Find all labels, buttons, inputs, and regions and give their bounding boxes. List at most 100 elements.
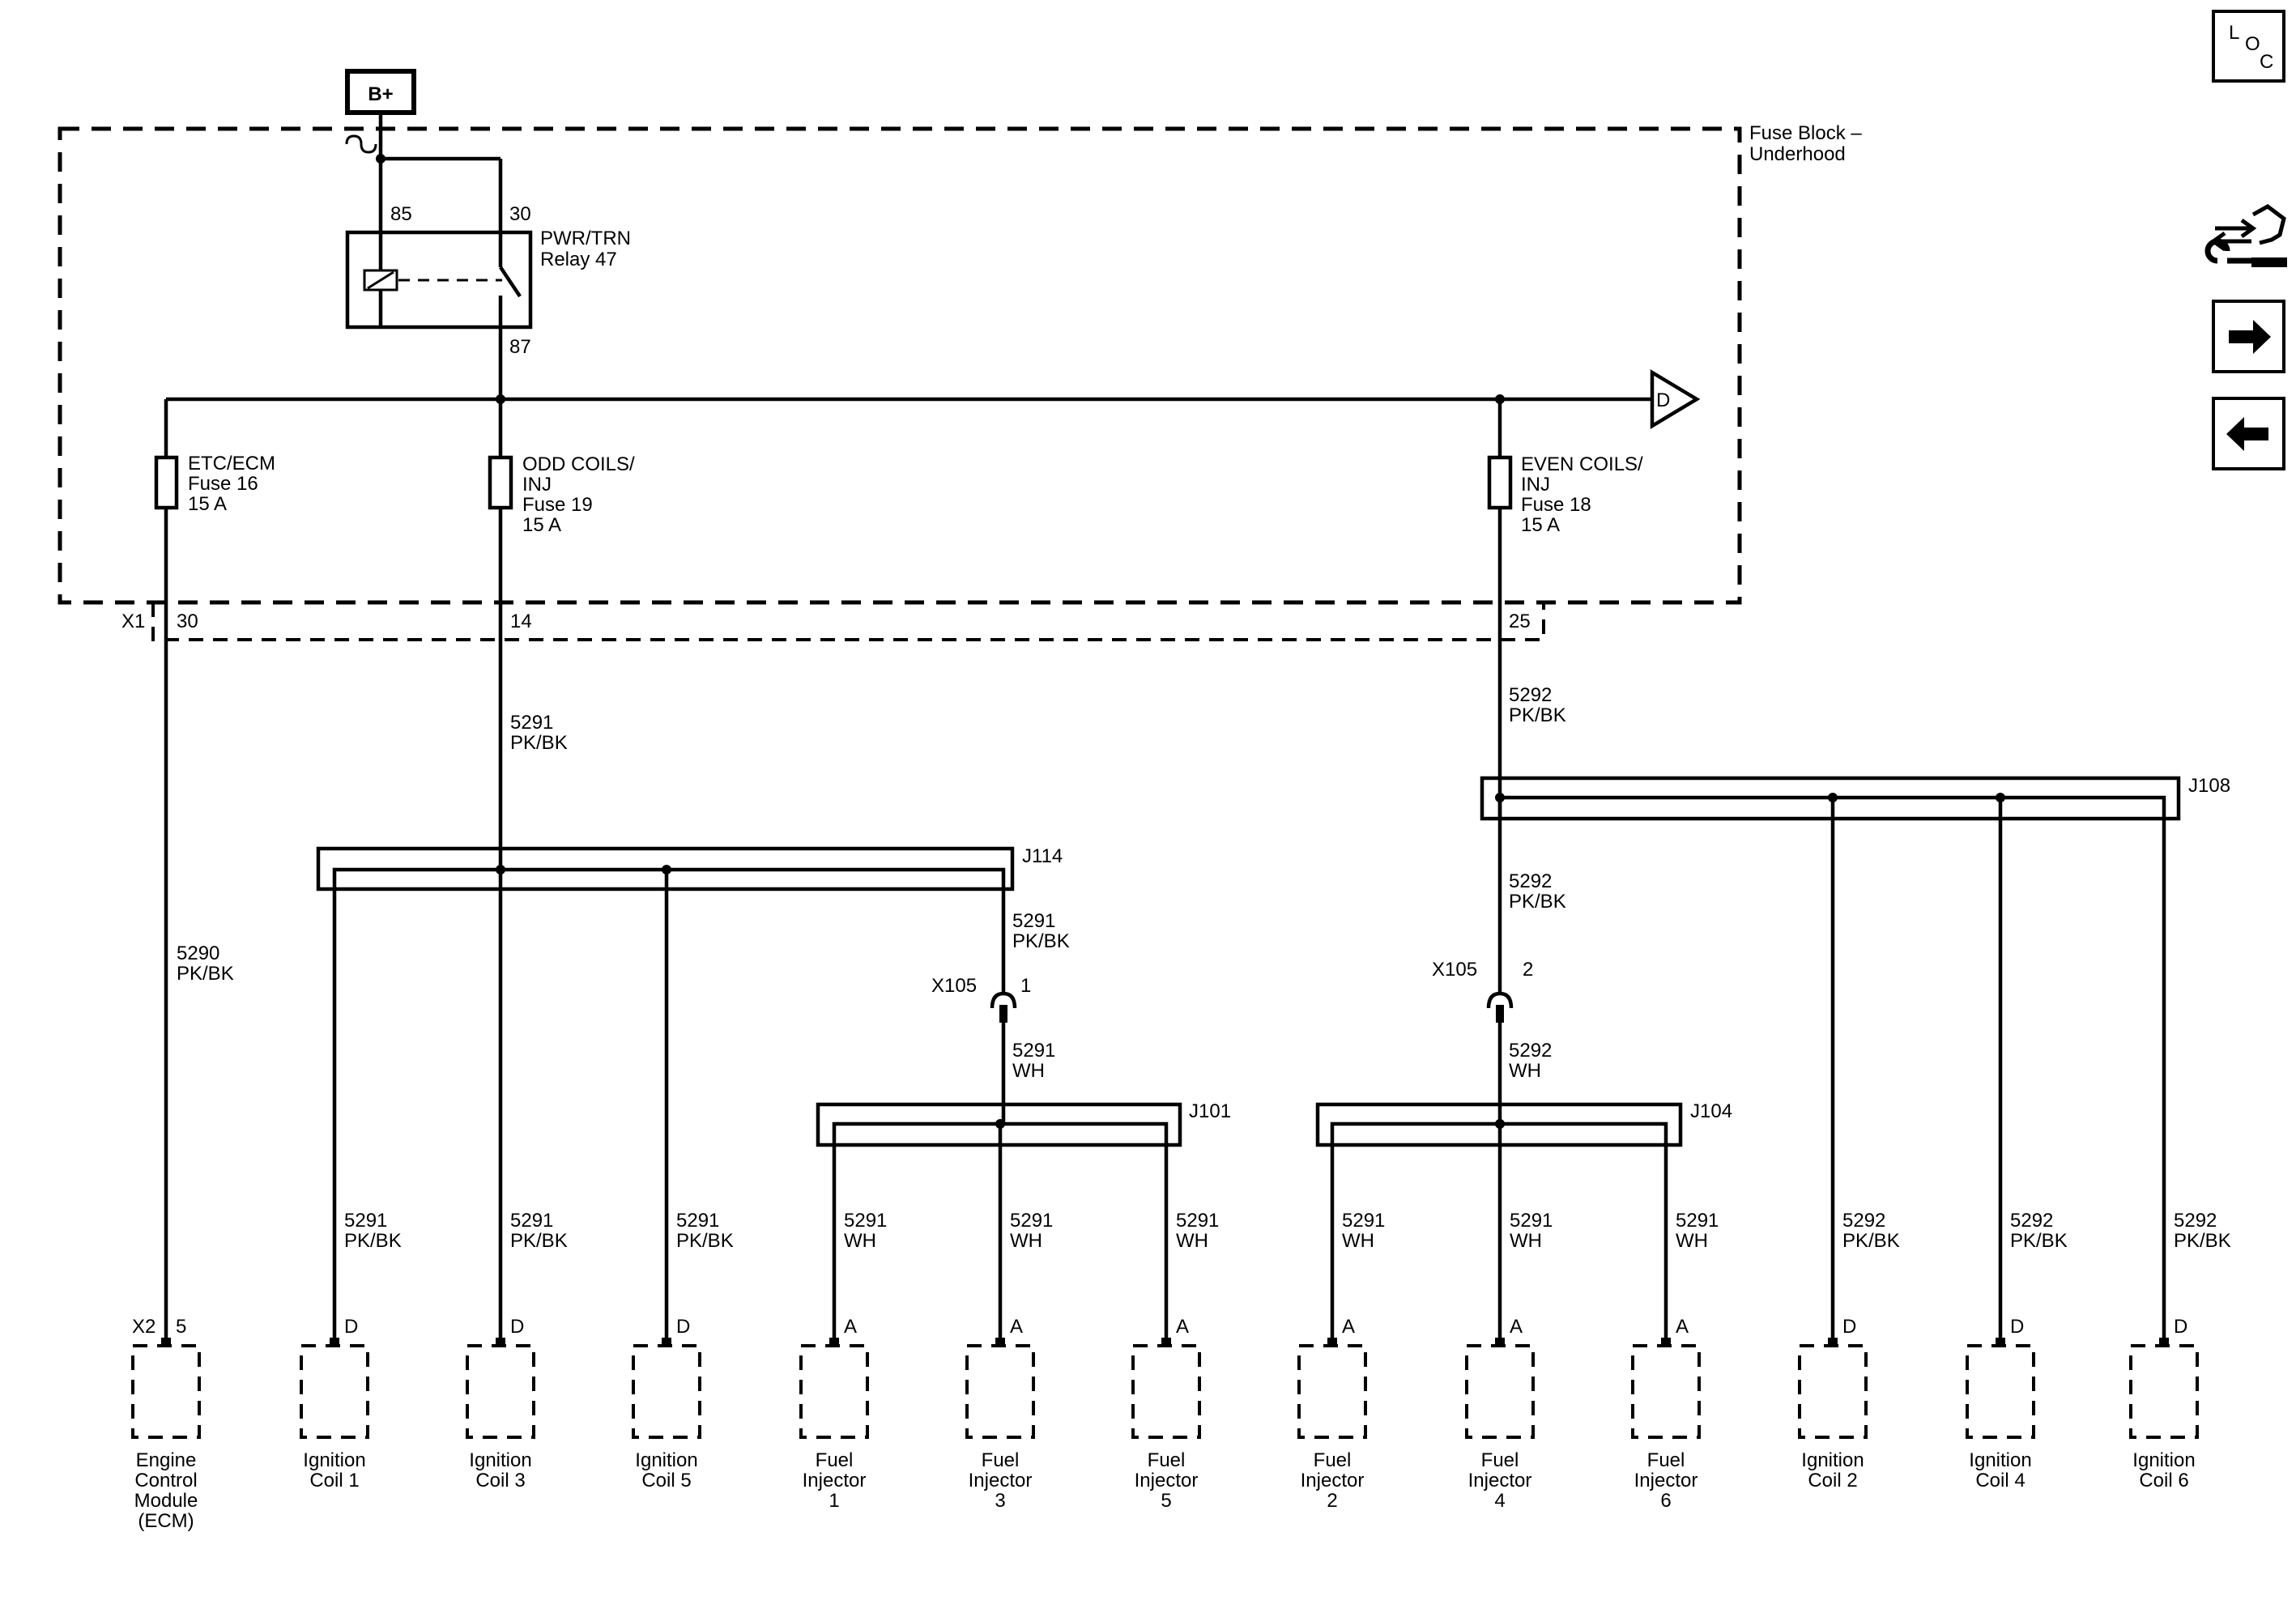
wire-5291-color: PK/BK bbox=[510, 732, 568, 754]
branch-wire-number: 5291 bbox=[344, 1210, 387, 1232]
branch-wire-number: 5291 bbox=[1676, 1210, 1719, 1232]
fuse-18-line1: EVEN COILS/ bbox=[1521, 453, 1643, 475]
pin-terminal bbox=[1661, 1338, 1671, 1346]
wire-5291-x105-number: 5291 bbox=[1012, 1040, 1055, 1062]
branch-wire-color: WH bbox=[1342, 1230, 1374, 1252]
component-name-line: Fuel bbox=[982, 1449, 1020, 1471]
component-box bbox=[799, 1344, 869, 1439]
splice-j104-label: J104 bbox=[1690, 1100, 1732, 1122]
connector-wrench-icon[interactable] bbox=[2204, 204, 2287, 267]
component-pin: D bbox=[676, 1316, 690, 1338]
fuse-block-title: Fuse Block – bbox=[1749, 122, 1862, 144]
component-name-line: Fuel bbox=[1148, 1449, 1186, 1471]
relay-pin-85: 85 bbox=[390, 203, 412, 225]
relay-pin-30: 30 bbox=[509, 203, 531, 225]
loc-button[interactable]: L O C bbox=[2212, 10, 2285, 83]
component-box bbox=[1297, 1344, 1367, 1439]
wire-5290-number: 5290 bbox=[177, 943, 219, 964]
wire-5291-number: 5291 bbox=[510, 712, 553, 734]
component-pin: D bbox=[2010, 1316, 2024, 1338]
branch-wire-color: PK/BK bbox=[676, 1230, 734, 1252]
component-pin: A bbox=[1510, 1316, 1523, 1338]
fuse-19-line1: ODD COILS/ bbox=[522, 453, 635, 475]
component-name-line: Ignition bbox=[635, 1449, 697, 1471]
component-name-line: Injector bbox=[1634, 1470, 1698, 1491]
fuse-16-line1: ETC/ECM bbox=[188, 453, 275, 474]
splice-j108-label: J108 bbox=[2188, 775, 2230, 797]
relay-name-line2: Relay 47 bbox=[540, 249, 617, 270]
branch-wire-color: WH bbox=[844, 1230, 876, 1252]
x1-connector-outline bbox=[151, 602, 1545, 641]
next-page-button[interactable] bbox=[2212, 300, 2285, 373]
x105-label-1: X105 bbox=[931, 975, 977, 997]
pin-terminal bbox=[496, 1338, 505, 1346]
component-pin: 5 bbox=[176, 1316, 186, 1338]
pin-terminal bbox=[1495, 1338, 1505, 1346]
component-box bbox=[1465, 1344, 1535, 1439]
component-pin: A bbox=[1010, 1316, 1023, 1338]
branch-wire-number: 5291 bbox=[844, 1210, 887, 1232]
component-box bbox=[632, 1344, 701, 1439]
component-name-line: Coil 6 bbox=[2139, 1470, 2188, 1491]
previous-page-arrow-icon bbox=[2226, 417, 2268, 451]
component-name-line: 2 bbox=[1327, 1490, 1337, 1512]
x1-pin-30: 30 bbox=[177, 611, 198, 632]
component-name-line: Ignition bbox=[303, 1449, 365, 1471]
pin-terminal bbox=[161, 1338, 171, 1346]
component-pin: A bbox=[1676, 1316, 1689, 1338]
component-name-line: Ignition bbox=[1801, 1449, 1864, 1471]
branch-wire-color: PK/BK bbox=[510, 1230, 568, 1252]
component-row: 5EngineControlModule(ECM)5291PK/BKDIgnit… bbox=[131, 1210, 2231, 1532]
branch-wire-color: PK/BK bbox=[2010, 1230, 2068, 1252]
component-name-line: Injector bbox=[969, 1470, 1033, 1491]
relay-switch-contact bbox=[499, 266, 522, 298]
x105-label-2: X105 bbox=[1432, 959, 1477, 981]
component-name-line: 6 bbox=[1660, 1490, 1671, 1512]
branch-wire-number: 5291 bbox=[1342, 1210, 1385, 1232]
relay-name-line1: PWR/TRN bbox=[540, 228, 631, 249]
pin-terminal bbox=[662, 1338, 671, 1346]
fuse-16 bbox=[154, 455, 179, 510]
component-name-line: 3 bbox=[995, 1490, 1005, 1512]
component-box bbox=[1631, 1344, 1701, 1439]
fuse-19 bbox=[488, 455, 513, 510]
fuse-block-subtitle: Underhood bbox=[1749, 143, 1846, 165]
wire-5292-j108-color: PK/BK bbox=[1509, 891, 1566, 913]
fuse-18-line3: Fuse 18 bbox=[1521, 494, 1591, 516]
bus-connector-label: D bbox=[1656, 389, 1670, 411]
previous-page-button[interactable] bbox=[2212, 397, 2285, 470]
component-name-line: Control bbox=[134, 1470, 197, 1491]
branch-wire-number: 5291 bbox=[1176, 1210, 1219, 1232]
component-pin: D bbox=[2174, 1316, 2187, 1338]
x105-connector-2 bbox=[1486, 991, 1514, 1009]
component-name-line: Fuel bbox=[1647, 1449, 1685, 1471]
splice-j114-label: J114 bbox=[1022, 845, 1063, 867]
x105-pin-1: 1 bbox=[1020, 975, 1031, 997]
pin-terminal bbox=[995, 1338, 1005, 1346]
fuse-16-line3: 15 A bbox=[188, 493, 227, 515]
pin-terminal bbox=[1828, 1338, 1838, 1346]
wire-5292-x105-color: WH bbox=[1509, 1060, 1541, 1082]
pin-terminal bbox=[1327, 1338, 1337, 1346]
loc-letter-l: L bbox=[2229, 22, 2239, 44]
bus-continuation-connector bbox=[1650, 369, 1701, 429]
component-name-line: Injector bbox=[1135, 1470, 1199, 1491]
fuse-18-line4: 15 A bbox=[1521, 514, 1560, 536]
component-box bbox=[1966, 1344, 2035, 1439]
pin-terminal bbox=[1161, 1338, 1171, 1346]
component-name-line: Fuel bbox=[816, 1449, 854, 1471]
component-pin: D bbox=[510, 1316, 524, 1338]
branch-wire-number: 5291 bbox=[510, 1210, 553, 1232]
component-name-line: 1 bbox=[829, 1490, 839, 1512]
component-box bbox=[1131, 1344, 1201, 1439]
x1-label: X1 bbox=[121, 611, 145, 632]
branch-wire-color: WH bbox=[1676, 1230, 1708, 1252]
